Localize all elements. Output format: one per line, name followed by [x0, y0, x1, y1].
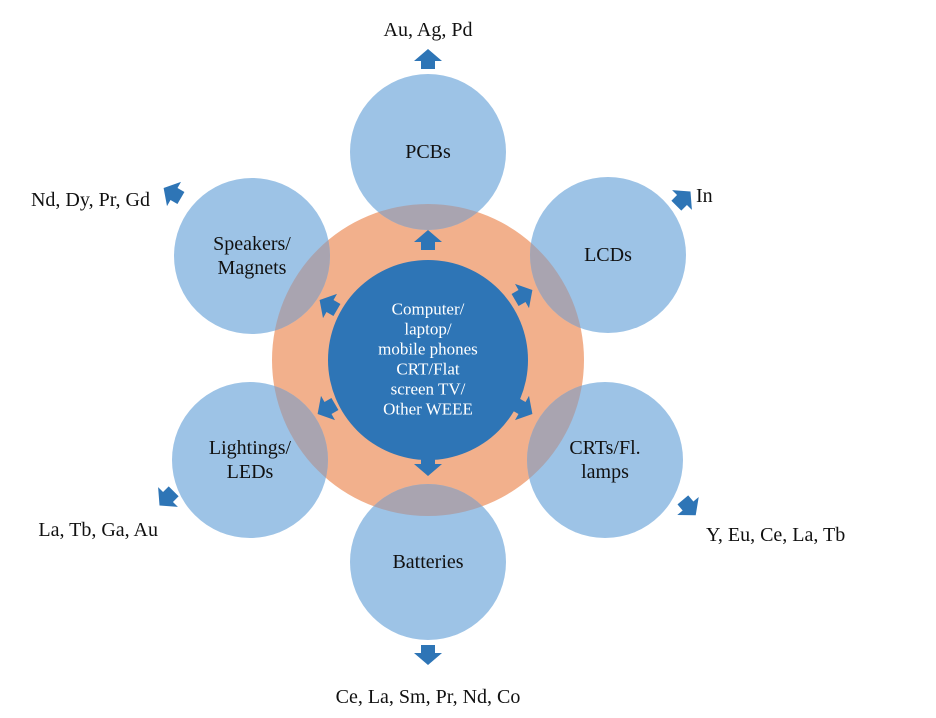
component-label-crts-line-2: lamps [581, 461, 629, 483]
center-label-line-1: Computer/ [392, 300, 465, 319]
component-label-lightings-line-2: LEDs [227, 461, 274, 483]
inner-arrow-lightings [317, 395, 339, 421]
inner-arrow-speakers [319, 293, 341, 319]
component-label-batteries-line-1: Batteries [392, 551, 463, 573]
center-label-line-6: Other WEEE [383, 400, 473, 419]
inner-arrow-lcds [511, 283, 533, 309]
element-label-batteries: Ce, La, Sm, Pr, Nd, Co [336, 686, 521, 708]
element-label-pcbs: Au, Ag, Pd [384, 19, 473, 41]
component-label-speakers-line-2: Magnets [218, 257, 287, 279]
outer-arrow-lightings [158, 486, 179, 507]
element-label-crts: Y, Eu, Ce, La, Tb [706, 524, 845, 546]
component-circle-batteries [350, 484, 506, 640]
component-label-lightings-line-1: Lightings/ [209, 437, 292, 459]
center-label-line-4: CRT/Flat [396, 360, 459, 379]
outer-arrow-lcds [671, 190, 692, 211]
component-label-crts-line-1: CRTs/Fl. [569, 437, 640, 459]
center-circle [328, 260, 528, 460]
inner-arrow-batteries [414, 456, 442, 476]
outer-arrow-pcbs [414, 49, 442, 69]
outer-arrow-batteries [414, 645, 442, 665]
element-label-lightings: La, Tb, Ga, Au [38, 519, 158, 541]
element-label-lcds: In [696, 185, 713, 207]
outer-arrow-crts [677, 495, 699, 516]
element-label-speakers: Nd, Dy, Pr, Gd [31, 189, 150, 211]
center-label-line-5: screen TV/ [391, 380, 466, 399]
inner-arrow-crts [511, 395, 533, 421]
outer-arrow-speakers [163, 181, 185, 207]
inner-arrow-pcbs [414, 230, 442, 250]
component-label-speakers-line-1: Speakers/ [213, 233, 291, 255]
center-label-line-3: mobile phones [378, 340, 478, 359]
component-circle-pcbs [350, 74, 506, 230]
component-label-lcds-line-1: LCDs [584, 244, 632, 266]
component-label-pcbs-line-1: PCBs [405, 141, 451, 163]
center-label-line-2: laptop/ [404, 320, 451, 339]
